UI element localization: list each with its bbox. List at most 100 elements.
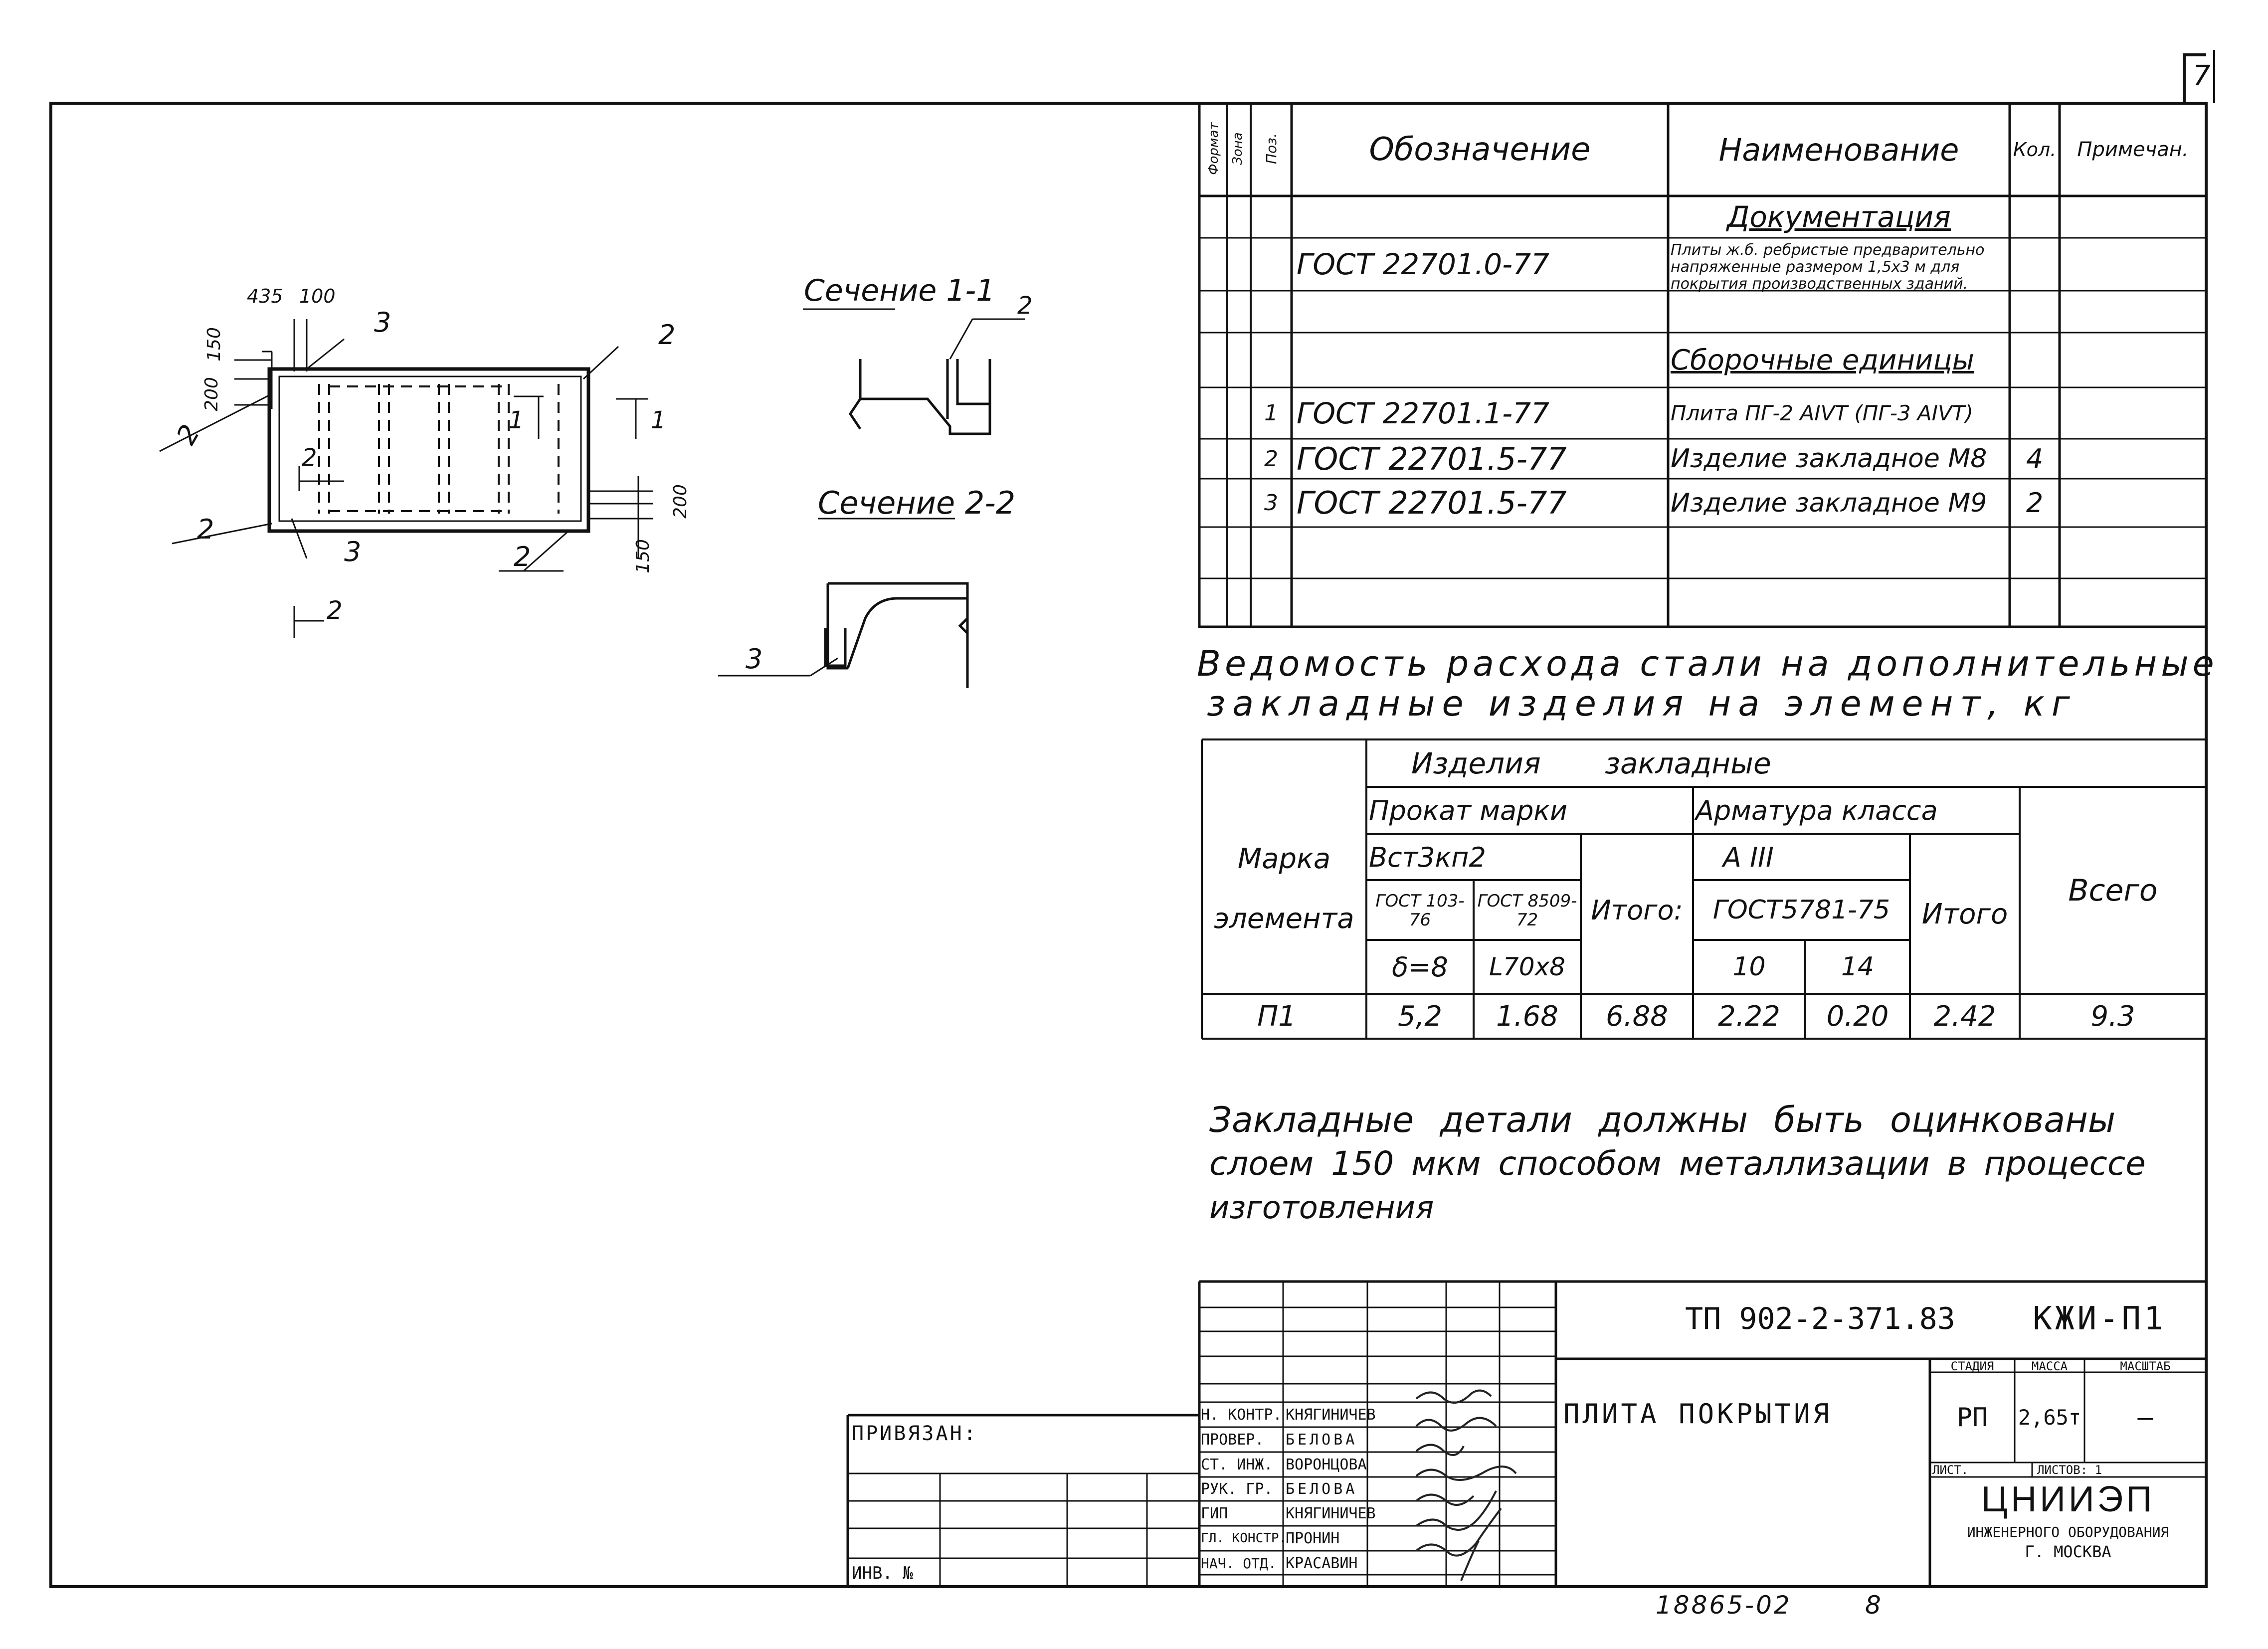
steel-cell-mark: П1 xyxy=(1257,1000,1296,1033)
person-name: Белова xyxy=(1286,1431,1358,1449)
dim-100: 100 xyxy=(299,285,336,307)
sheets-count: Листов: 1 xyxy=(2037,1463,2102,1477)
steel-h-mark: Марка элемента xyxy=(1214,843,1354,935)
section-mark-1-inner: 1 xyxy=(509,406,524,434)
person-name: Воронцова xyxy=(1286,1456,1367,1473)
section-1-1-title: Сечение 1-1 xyxy=(804,273,995,308)
steel-cell: 0.20 xyxy=(1826,1000,1889,1033)
steel-h-rebar: Арматура класса xyxy=(1696,795,1938,826)
privyazan-label: Привязан: xyxy=(852,1422,978,1445)
steel-title-line1: Ведомость расхода стали на дополнительны… xyxy=(1197,643,2218,684)
steel-h-class: А III xyxy=(1723,841,1774,873)
archive-number: 18865-02 xyxy=(1656,1591,1792,1620)
steel-h-d10: 10 xyxy=(1732,952,1766,982)
steel-h-all: Всего xyxy=(2068,873,2158,908)
steel-h-total1: Итого: xyxy=(1591,894,1683,926)
spec-row-designation: ГОСТ 22701.5-77 xyxy=(1297,440,1567,477)
role: ГИП xyxy=(1201,1504,1228,1522)
role: Гл. констр. xyxy=(1201,1531,1287,1546)
person-name: Княгиничев xyxy=(1286,1504,1376,1522)
steel-cell: 6.88 xyxy=(1606,1000,1668,1033)
spec-header-format: Формат xyxy=(1206,122,1221,175)
section-mark-1-outer: 1 xyxy=(651,406,666,434)
org-name: ЦНИИЭП xyxy=(1981,1479,2155,1519)
scale-header: Масштаб xyxy=(2120,1359,2171,1373)
drawing-mark: КЖИ-П1 xyxy=(2033,1300,2166,1337)
spec-row-name: Изделие закладное М9 xyxy=(1671,488,1987,518)
note-line1: Закладные детали должны быть оцинкованы xyxy=(1209,1099,2116,1140)
spec-header-pos: Поз. xyxy=(1263,133,1280,164)
spec-row-designation: ГОСТ 22701.5-77 xyxy=(1297,485,1567,521)
dim-200-top: 200 xyxy=(201,377,222,411)
spec-row-qty: 4 xyxy=(2026,443,2044,475)
role: Рук. гр. xyxy=(1201,1480,1273,1498)
spec-row-pos: 1 xyxy=(1264,400,1278,426)
spec-row-name: Плиты ж.б. ребристые предварительно напр… xyxy=(1671,241,1985,293)
steel-h-steel: Вст3кп2 xyxy=(1369,841,1486,873)
role: Н. контр. xyxy=(1201,1406,1282,1424)
steel-h-gost1: ГОСТ 103-76 xyxy=(1375,891,1465,930)
steel-h-products: Изделия закладные xyxy=(1411,746,1771,780)
dim-150-top: 150 xyxy=(203,327,224,362)
dim-150-right: 150 xyxy=(632,539,653,573)
section-mark-2-outer: 2 xyxy=(327,596,343,625)
steel-title-line2: закладные изделия на элемент, кг xyxy=(1207,683,2077,724)
spec-header-name: Наименование xyxy=(1718,131,1959,168)
org-city: г. Москва xyxy=(2025,1542,2111,1561)
note-line2: слоем 150 мкм способом металлизации в пр… xyxy=(1209,1144,2146,1183)
steel-h-rolled: Прокат марки xyxy=(1369,795,1568,826)
spec-row-qty: 2 xyxy=(2026,487,2044,519)
role: Нач. отд. xyxy=(1201,1555,1277,1572)
person-name: Пронин xyxy=(1286,1529,1340,1547)
person-name: Красавин xyxy=(1286,1554,1358,1572)
dim-435: 435 xyxy=(247,285,283,307)
project-code: ТП 902-2-371.83 xyxy=(1685,1301,1955,1336)
copy-number: 8 xyxy=(1865,1591,1881,1620)
stage-value: РП xyxy=(1956,1402,1988,1433)
spec-row-designation: ГОСТ 22701.0-77 xyxy=(1297,247,1549,281)
steel-cell-total: 9.3 xyxy=(2090,1000,2135,1033)
callout-2-top-right: 2 xyxy=(658,319,676,351)
steel-h-angle: L70х8 xyxy=(1489,952,1565,981)
spec-row-name: Плита ПГ-2 АIVТ (ПГ-3 АIVТ) xyxy=(1671,401,1973,425)
spec-row-name: Документация xyxy=(1727,200,1951,234)
sheet-number: 7 xyxy=(2193,59,2211,92)
steel-h-delta: δ=8 xyxy=(1392,951,1448,983)
section-2-2-title: Сечение 2-2 xyxy=(818,485,1016,521)
spec-row-pos: 3 xyxy=(1264,490,1278,516)
section-2-2-callout: 3 xyxy=(746,643,763,675)
callout-3-bottom: 3 xyxy=(344,536,362,567)
spec-row-name: Сборочные единицы xyxy=(1671,344,1974,376)
section-1-1-callout: 2 xyxy=(1017,292,1033,320)
steel-h-d14: 14 xyxy=(1841,952,1875,982)
role: Провер. xyxy=(1201,1431,1264,1449)
mass-header: Масса xyxy=(2031,1359,2068,1373)
section-mark-2-inner: 2 xyxy=(302,444,317,472)
stage-header: Стадия xyxy=(1950,1359,1994,1373)
spec-header-qty: Кол. xyxy=(2013,139,2057,161)
callout-2-bottom: 2 xyxy=(514,541,531,572)
person-name: Княгиничев xyxy=(1286,1406,1376,1424)
callout-2-bottom-left: 2 xyxy=(197,514,214,545)
org-subtitle: инженерного оборудования xyxy=(1967,1523,2169,1540)
spec-row-designation: ГОСТ 22701.1-77 xyxy=(1297,396,1549,430)
note-line3: изготовления xyxy=(1209,1189,1434,1226)
steel-h-gost3: ГОСТ5781-75 xyxy=(1712,895,1890,925)
steel-h-gost2: ГОСТ 8509-72 xyxy=(1477,891,1577,930)
steel-cell: 2.42 xyxy=(1933,1000,1996,1033)
mass-value: 2,65т xyxy=(2018,1405,2081,1430)
steel-cell: 5,2 xyxy=(1397,1000,1443,1033)
spec-row-pos: 2 xyxy=(1264,446,1278,472)
callout-3-top: 3 xyxy=(374,307,391,338)
steel-cell: 2.22 xyxy=(1718,1000,1780,1033)
spec-header-designation: Обозначение xyxy=(1369,131,1591,168)
sheet-label: Лист. xyxy=(1932,1463,1969,1477)
signature-scribbles xyxy=(1415,1389,1517,1581)
inventory-number-label: Инв. № xyxy=(852,1563,913,1583)
steel-cell: 1.68 xyxy=(1496,1000,1558,1033)
person-name: Белова xyxy=(1286,1480,1358,1498)
steel-h-total2: Итого xyxy=(1921,898,2008,930)
spec-header-zone: Зона xyxy=(1230,132,1245,165)
scale-value: – xyxy=(2137,1402,2153,1433)
